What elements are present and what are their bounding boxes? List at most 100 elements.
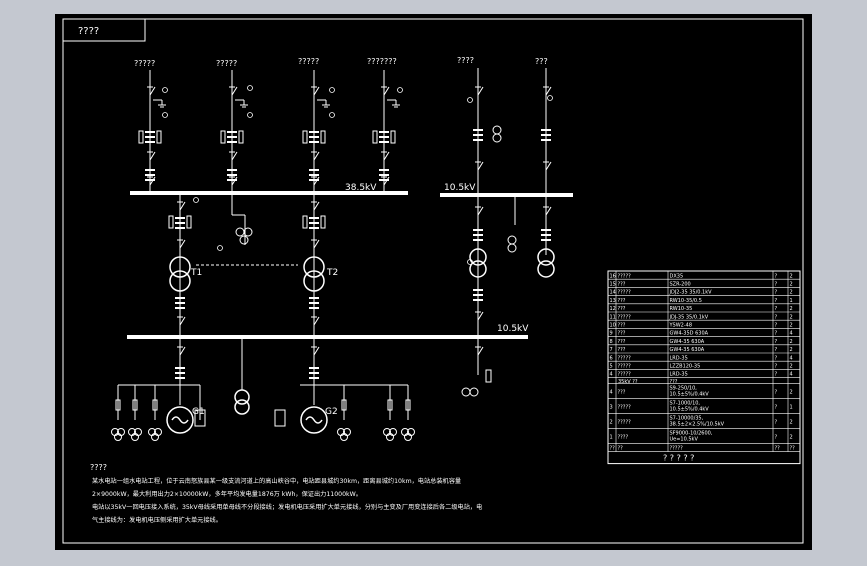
table-cell: ?? (775, 446, 781, 452)
bus-label-10kv-right: 10.5kV (444, 183, 476, 193)
switch-symbol (545, 206, 552, 216)
table-cell: 4 (790, 331, 793, 337)
switch-symbol (313, 201, 320, 211)
table-cell: Ue=10.5kV (670, 437, 699, 443)
table-cell: 4 (790, 372, 793, 378)
table-cell: ? (775, 306, 778, 312)
table-cell: SZR-200 (670, 282, 691, 288)
index-marker (193, 197, 199, 203)
title-box (62, 18, 146, 42)
table-cell: 2 (790, 282, 793, 288)
t2-winding-1 (303, 256, 325, 278)
table-cell: 1 (790, 405, 793, 411)
table-cell: 8 (610, 339, 613, 345)
table-cell: 9 (610, 331, 613, 337)
table-cell: 1 (790, 298, 793, 304)
notes-line-1: 某水电站一组水电站工程，位于云南怒族县某一级支流河道上的高山峡谷中，电站距县城约… (92, 477, 461, 485)
table-cell: ? (775, 372, 778, 378)
table-cell: 4 (790, 355, 793, 361)
table-cell: ? (775, 298, 778, 304)
g2-symbol (300, 406, 328, 434)
table-cell: RW10-35 (670, 306, 693, 312)
right-branch-label-2: ??? (535, 57, 548, 66)
fuse-symbol (341, 399, 347, 411)
bus-label-10kv-main: 10.5kV (497, 324, 529, 334)
pt-symbol (507, 243, 517, 253)
table-cell: ? (775, 331, 778, 337)
t1-label: T1 (190, 268, 202, 278)
table-subheader: 35kV ?? (618, 379, 638, 385)
aux-trafo-winding-2 (234, 399, 250, 415)
index-marker (329, 87, 335, 93)
switch-symbol (313, 176, 320, 186)
arrester-symbol (238, 130, 244, 144)
arrester-symbol (138, 130, 144, 144)
bus-10kv-main (127, 335, 528, 339)
index-marker (162, 87, 168, 93)
table-cell: ????? (618, 420, 632, 426)
index-marker (467, 259, 473, 265)
branch-label-4: ??????? (367, 57, 397, 66)
switch-symbol (313, 86, 320, 96)
equipment-table: 16?????DX35?215???SZR-200?214?????JDJ2-3… (607, 270, 801, 465)
table-cell: ??? (618, 298, 626, 304)
switch-symbol (231, 86, 238, 96)
right-branch-label-1: ???? (457, 56, 474, 65)
table-cell: ????? (618, 364, 632, 370)
table-cell: 1 (610, 435, 613, 441)
notes-line-3: 电站以35kV一回电压接入系统，35kV母线采用单母线不分段接线；发电机电压采用… (92, 503, 482, 511)
table-cell: ? (775, 290, 778, 296)
fuse-symbol (405, 399, 411, 411)
table-cell: ? (775, 364, 778, 370)
table-cell: 6 (610, 355, 613, 361)
table-cell: RW10-35/0.5 (670, 298, 702, 304)
table-cell: 12 (610, 306, 616, 312)
arrester-symbol (390, 130, 396, 144)
table-cell: 4 (610, 390, 613, 396)
table-cell: ??? (618, 331, 626, 337)
table-cell: 13 (610, 298, 616, 304)
table-cell: ? (775, 323, 778, 329)
table-cell: ??? (618, 306, 626, 312)
branch-label-3: ????? (298, 57, 319, 66)
table-cell: ? (775, 355, 778, 361)
right-trafo-winding-1 (469, 248, 487, 266)
switch-symbol (477, 206, 484, 216)
table-cell: 15 (610, 282, 616, 288)
switch-symbol (149, 86, 156, 96)
table-cell: ??? (618, 347, 626, 353)
switch-symbol (477, 161, 484, 171)
table-cell: ????? (618, 372, 632, 378)
table-cell: 11 (610, 314, 616, 320)
arrester-symbol (156, 130, 162, 144)
table-cell: 2 (790, 435, 793, 441)
table-subheader: ??? (670, 379, 678, 385)
index-marker (467, 97, 473, 103)
index-marker (329, 112, 335, 118)
g1-label: G1 (192, 407, 205, 417)
index-marker (162, 112, 168, 118)
table-cell: ??? (618, 282, 626, 288)
table-cell: ????? (618, 405, 632, 411)
table-cell: ?? (790, 446, 796, 452)
table-cell: 16 (610, 273, 616, 279)
table-cell: 2 (790, 314, 793, 320)
table-cell: JDJ-35 35/0.1kV (669, 314, 709, 320)
table-cell: ??? (618, 390, 626, 396)
table-cell: 2 (790, 290, 793, 296)
notes-line-4: 气主接线为：发电机电压侧采用扩大单元接线。 (92, 516, 222, 524)
fuse-symbol (152, 399, 158, 411)
notes-title: ???? (90, 463, 107, 472)
table-cell: JDJ2-35 35/0.1kV (669, 290, 713, 296)
pt-symbol (404, 433, 412, 441)
table-frame (607, 270, 801, 465)
table-cell: ? (775, 314, 778, 320)
switch-symbol (477, 346, 484, 356)
excitation-box (194, 409, 206, 427)
table-cell: ? (775, 347, 778, 353)
table-cell: 2 (790, 390, 793, 396)
arrester-symbol (302, 130, 308, 144)
table-cell: ? (775, 390, 778, 396)
table-cell: LRD-35 (670, 355, 688, 361)
